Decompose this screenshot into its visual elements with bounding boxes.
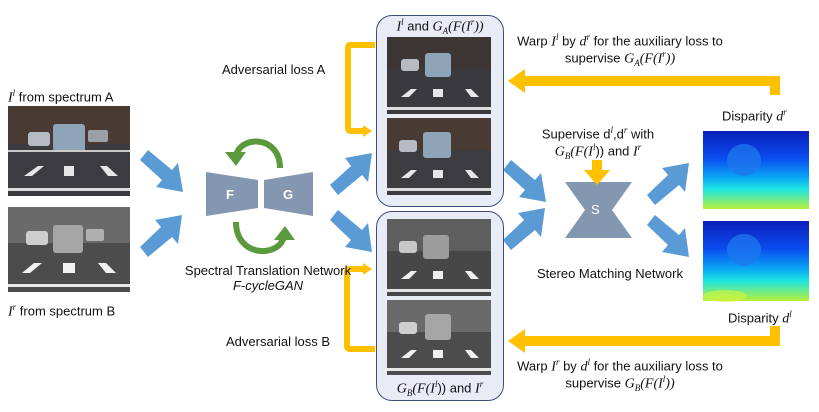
flow-arrow-right-to-net <box>140 215 182 257</box>
adversarial-loss-a-bracket <box>345 42 375 137</box>
flow-arrow-group-b-to-s <box>503 208 545 250</box>
flow-arrow-s-to-disparity-r <box>647 163 689 205</box>
flow-arrow-left-to-net <box>140 150 183 192</box>
flow-arrow-group-a-to-s <box>503 160 546 202</box>
generator-f: F <box>206 172 258 216</box>
right-input-label: Ir from spectrum B <box>8 302 116 320</box>
group-a-image-translated <box>387 37 491 114</box>
generator-f-letter: F <box>226 187 234 202</box>
disparity-map-r <box>703 131 809 209</box>
left-input-label: Il from spectrum A <box>8 88 114 106</box>
warp-top-label-line2: supervise GA(F(Ir)) <box>564 49 676 68</box>
supervise-arrow <box>584 160 610 185</box>
group-b-caption: GB(F(Il)) and Ir <box>396 379 484 398</box>
adversarial-loss-a-label: Adversarial loss A <box>222 62 326 77</box>
group-a-caption: Il and GA(F(Ir)) <box>396 17 484 36</box>
adversarial-loss-b-label: Adversarial loss B <box>226 334 331 349</box>
disparity-map-l <box>703 221 809 302</box>
flow-arrow-net-to-group-b <box>330 210 372 252</box>
group-b-image-translated <box>387 219 491 296</box>
group-a-image-left <box>387 118 491 195</box>
group-b-image-right <box>387 300 491 375</box>
cycle-arrow-top <box>225 138 283 169</box>
adversarial-loss-b-bracket <box>344 263 375 352</box>
disparity-l-label: Disparity dl <box>728 309 792 327</box>
supervise-label-line2: GB(F(Il)) and Ir <box>554 142 642 161</box>
spectral-translation-subtitle: F-cycleGAN <box>232 278 304 293</box>
warp-top-label-line1: Warp Il by dr for the auxiliary loss to <box>517 32 723 50</box>
supervise-label-line1: Supervise dl,dr with <box>541 125 655 142</box>
generator-g: G <box>264 172 313 216</box>
warp-arrow-bottom <box>508 326 780 353</box>
spectral-translation-title: Spectral Translation Network <box>184 263 352 278</box>
warp-bottom-label-line1: Warp Ir by dl for the auxiliary loss to <box>517 357 723 375</box>
right-input-image <box>8 207 130 292</box>
warp-arrow-top <box>508 69 780 95</box>
generator-g-letter: G <box>283 187 293 202</box>
disparity-r-label: Disparity dr <box>722 107 787 125</box>
warp-bottom-label-line2: supervise GB(F(Il)) <box>565 374 675 393</box>
stereo-network-title: Stereo Matching Network <box>537 266 683 281</box>
flow-arrow-s-to-disparity-l <box>647 215 689 257</box>
stereo-network: S <box>565 182 632 238</box>
flow-arrow-net-to-group-a <box>330 153 372 195</box>
left-input-image <box>8 106 130 196</box>
stereo-network-letter: S <box>591 202 600 217</box>
cycle-arrow-bottom <box>233 221 295 255</box>
